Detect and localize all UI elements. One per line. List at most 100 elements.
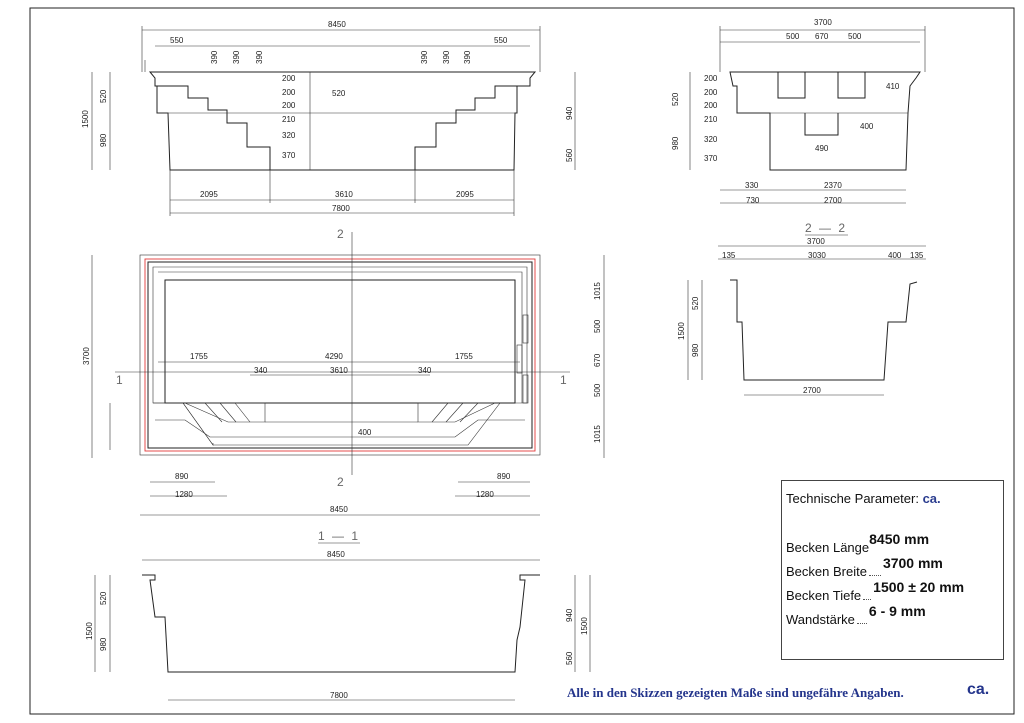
s11-left-upper: 520 — [99, 591, 108, 605]
top-right-lower: 560 — [565, 148, 574, 162]
plan-overall: 8450 — [330, 505, 348, 514]
top-step-w1: 390 — [210, 50, 219, 64]
s11-right-upper: 940 — [565, 608, 574, 622]
top-left-step: 550 — [170, 36, 184, 45]
side-shallow: 520 — [671, 92, 680, 106]
footer-logo: ca. — [967, 681, 990, 698]
s11-right-lower: 560 — [565, 651, 574, 665]
top-bottom-total: 7800 — [332, 204, 350, 213]
param-label-length: Becken Länge — [786, 540, 870, 555]
top-bottom-left: 2095 — [200, 190, 218, 199]
technical-parameters-box: Technische Parameter: ca. Becken Länge84… — [781, 480, 1004, 660]
plan-view: 2 2 1 1 3700 1755 4290 1755 340 3610 340… — [82, 227, 605, 516]
top-h4: 210 — [282, 115, 296, 124]
side-h5: 320 — [704, 135, 718, 144]
top-step-w2: 390 — [232, 50, 241, 64]
cut-mark-1-left: 1 — [116, 373, 125, 387]
side-dim-490: 490 — [815, 144, 829, 153]
parameters-brand: ca. — [922, 491, 941, 506]
s22-left-ledge: 135 — [722, 251, 736, 260]
s22-upper: 520 — [691, 296, 700, 310]
top-h5: 320 — [282, 131, 296, 140]
cut-mark-1-right: 1 — [560, 373, 569, 387]
side-h2: 200 — [704, 88, 718, 97]
plan-right-670: 670 — [593, 353, 602, 367]
param-row-length: Becken Länge8450 mm — [786, 531, 929, 555]
s11-right-total: 1500 — [580, 617, 589, 635]
param-value-depth: 1500 ± 20 mm — [873, 579, 965, 595]
s11-overall: 8450 — [327, 550, 345, 559]
s22-bottom: 2700 — [803, 386, 821, 395]
plan-right-500-a: 500 — [593, 319, 602, 333]
section-22-label: 2 — 2 — [805, 221, 847, 235]
s22-total: 1500 — [677, 322, 686, 340]
param-value-wall: 6 - 9 mm — [868, 603, 926, 619]
side-seg-a: 500 — [786, 32, 800, 41]
side-h1: 200 — [704, 74, 718, 83]
sheet-frame — [29, 7, 1015, 715]
param-label-depth: Becken Tiefe — [786, 588, 862, 603]
side-deep: 980 — [671, 136, 680, 150]
side-overall-width: 3700 — [814, 18, 832, 27]
top-right-step: 550 — [494, 36, 508, 45]
footnote-disclaimer: Alle in den Skizzen gezeigten Maße sind … — [567, 685, 904, 700]
parameters-title-text: Technische Parameter: — [786, 491, 919, 506]
top-h3: 200 — [282, 101, 296, 110]
plan-right-step: 340 — [418, 366, 432, 375]
plan-stair-depth: 400 — [358, 428, 372, 437]
plan-right-len: 1755 — [455, 352, 473, 361]
side-dim-400: 400 — [860, 122, 874, 131]
top-right-upper: 940 — [565, 106, 574, 120]
param-value-length: 8450 mm — [869, 531, 930, 547]
plan-bl-1280: 1280 — [175, 490, 193, 499]
plan-br-1280: 1280 — [476, 490, 494, 499]
side-h3: 200 — [704, 101, 718, 110]
s22-right-ledge: 135 — [910, 251, 924, 260]
section-11-label: 1 — 1 — [318, 529, 360, 543]
top-step-w5: 390 — [442, 50, 451, 64]
top-shallow-mid: 520 — [332, 89, 346, 98]
s22-middle: 3030 — [808, 251, 826, 260]
plan-left-step: 340 — [254, 366, 268, 375]
side-dim-330: 330 — [745, 181, 759, 190]
s22-overall: 3700 — [807, 237, 825, 246]
cut-mark-2-bottom: 2 — [337, 475, 346, 489]
plan-stair-len: 3610 — [330, 366, 348, 375]
plan-right-1015-bottom: 1015 — [593, 425, 602, 443]
s11-bottom: 7800 — [330, 691, 348, 700]
s11-left-total: 1500 — [85, 622, 94, 640]
side-seg-c: 500 — [848, 32, 862, 41]
param-row-width: Becken Breite3700 mm — [786, 555, 943, 579]
top-step-w4: 390 — [420, 50, 429, 64]
side-dim-410: 410 — [886, 82, 900, 91]
param-label-width: Becken Breite — [786, 564, 867, 579]
cut-mark-2-top: 2 — [337, 227, 346, 241]
top-step-w3: 390 — [255, 50, 264, 64]
section-2-2: 2 — 2 3700 135 3030 400 135 1500 520 980… — [677, 221, 926, 396]
top-h2: 200 — [282, 88, 296, 97]
top-shallow-left: 520 — [99, 89, 108, 103]
plan-bl-890: 890 — [175, 472, 189, 481]
side-h4: 210 — [704, 115, 718, 124]
top-h1: 200 — [282, 74, 296, 83]
s22-lower: 980 — [691, 343, 700, 357]
s22-right-step: 400 — [888, 251, 902, 260]
side-dim-2700: 2700 — [824, 196, 842, 205]
plan-height: 3700 — [82, 347, 91, 365]
transverse-elevation: 3700 500 670 500 200 200 200 210 320 370… — [671, 18, 926, 205]
top-overall-length: 8450 — [328, 20, 346, 29]
side-seg-b: 670 — [815, 32, 829, 41]
longitudinal-elevation: 8450 550 550 390 390 390 390 390 390 200… — [81, 20, 576, 216]
top-bottom-mid: 3610 — [335, 190, 353, 199]
side-dim-2370: 2370 — [824, 181, 842, 190]
plan-mid-len: 4290 — [325, 352, 343, 361]
top-deep-left: 980 — [99, 133, 108, 147]
top-step-w6: 390 — [463, 50, 472, 64]
plan-right-500-b: 500 — [593, 383, 602, 397]
s11-left-lower: 980 — [99, 637, 108, 651]
top-bottom-right: 2095 — [456, 190, 474, 199]
plan-left-len: 1755 — [190, 352, 208, 361]
top-h6: 370 — [282, 151, 296, 160]
